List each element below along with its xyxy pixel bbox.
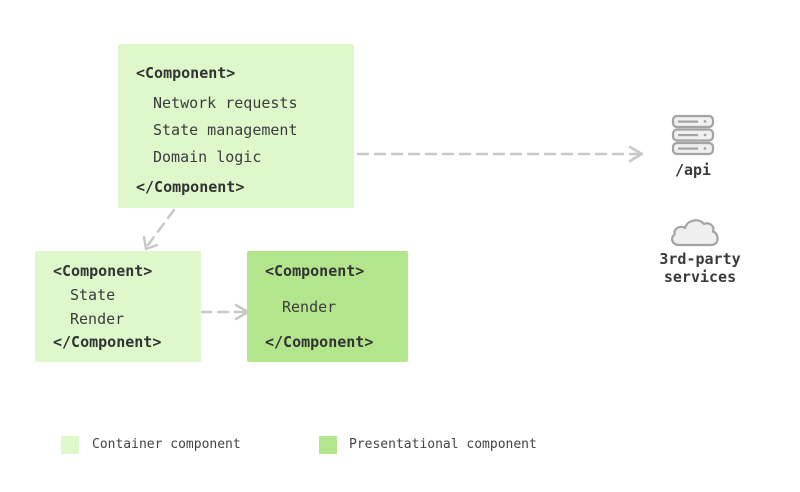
top-component-item-state: State management	[153, 121, 298, 139]
left-component-open-tag: <Component>	[53, 262, 153, 280]
legend-container-label: Container component	[92, 437, 241, 452]
top-container-component: <Component> Network requests State manag…	[118, 44, 354, 208]
api-label: /api	[674, 161, 712, 179]
right-component-open-tag: <Component>	[265, 262, 365, 280]
presentational-component: <Component> Render </Component>	[247, 251, 408, 362]
legend-container-swatch	[61, 436, 79, 454]
right-component-close-tag: </Component>	[265, 333, 374, 351]
legend-presentational-label: Presentational component	[349, 437, 537, 452]
arrowhead-left-component	[142, 235, 159, 251]
third-party-label-line1: 3rd-party	[659, 250, 741, 268]
top-component-item-network: Network requests	[153, 94, 298, 112]
left-component-item-state: State	[70, 286, 116, 304]
third-party-label-line2: services	[663, 268, 737, 286]
left-component-close-tag: </Component>	[53, 333, 162, 351]
arrowhead-api	[628, 145, 644, 163]
arrow-to-left-component	[146, 208, 176, 247]
left-container-component: <Component> State Render </Component>	[35, 251, 201, 362]
top-component-close-tag: </Component>	[136, 178, 245, 196]
top-component-open-tag: <Component>	[136, 64, 236, 82]
left-component-item-render: Render	[70, 310, 125, 328]
cloud-icon	[671, 219, 719, 247]
top-component-item-domain: Domain logic	[153, 148, 262, 166]
server-icon	[671, 114, 715, 156]
legend-presentational-swatch	[319, 436, 337, 454]
right-component-item-render: Render	[282, 298, 337, 316]
